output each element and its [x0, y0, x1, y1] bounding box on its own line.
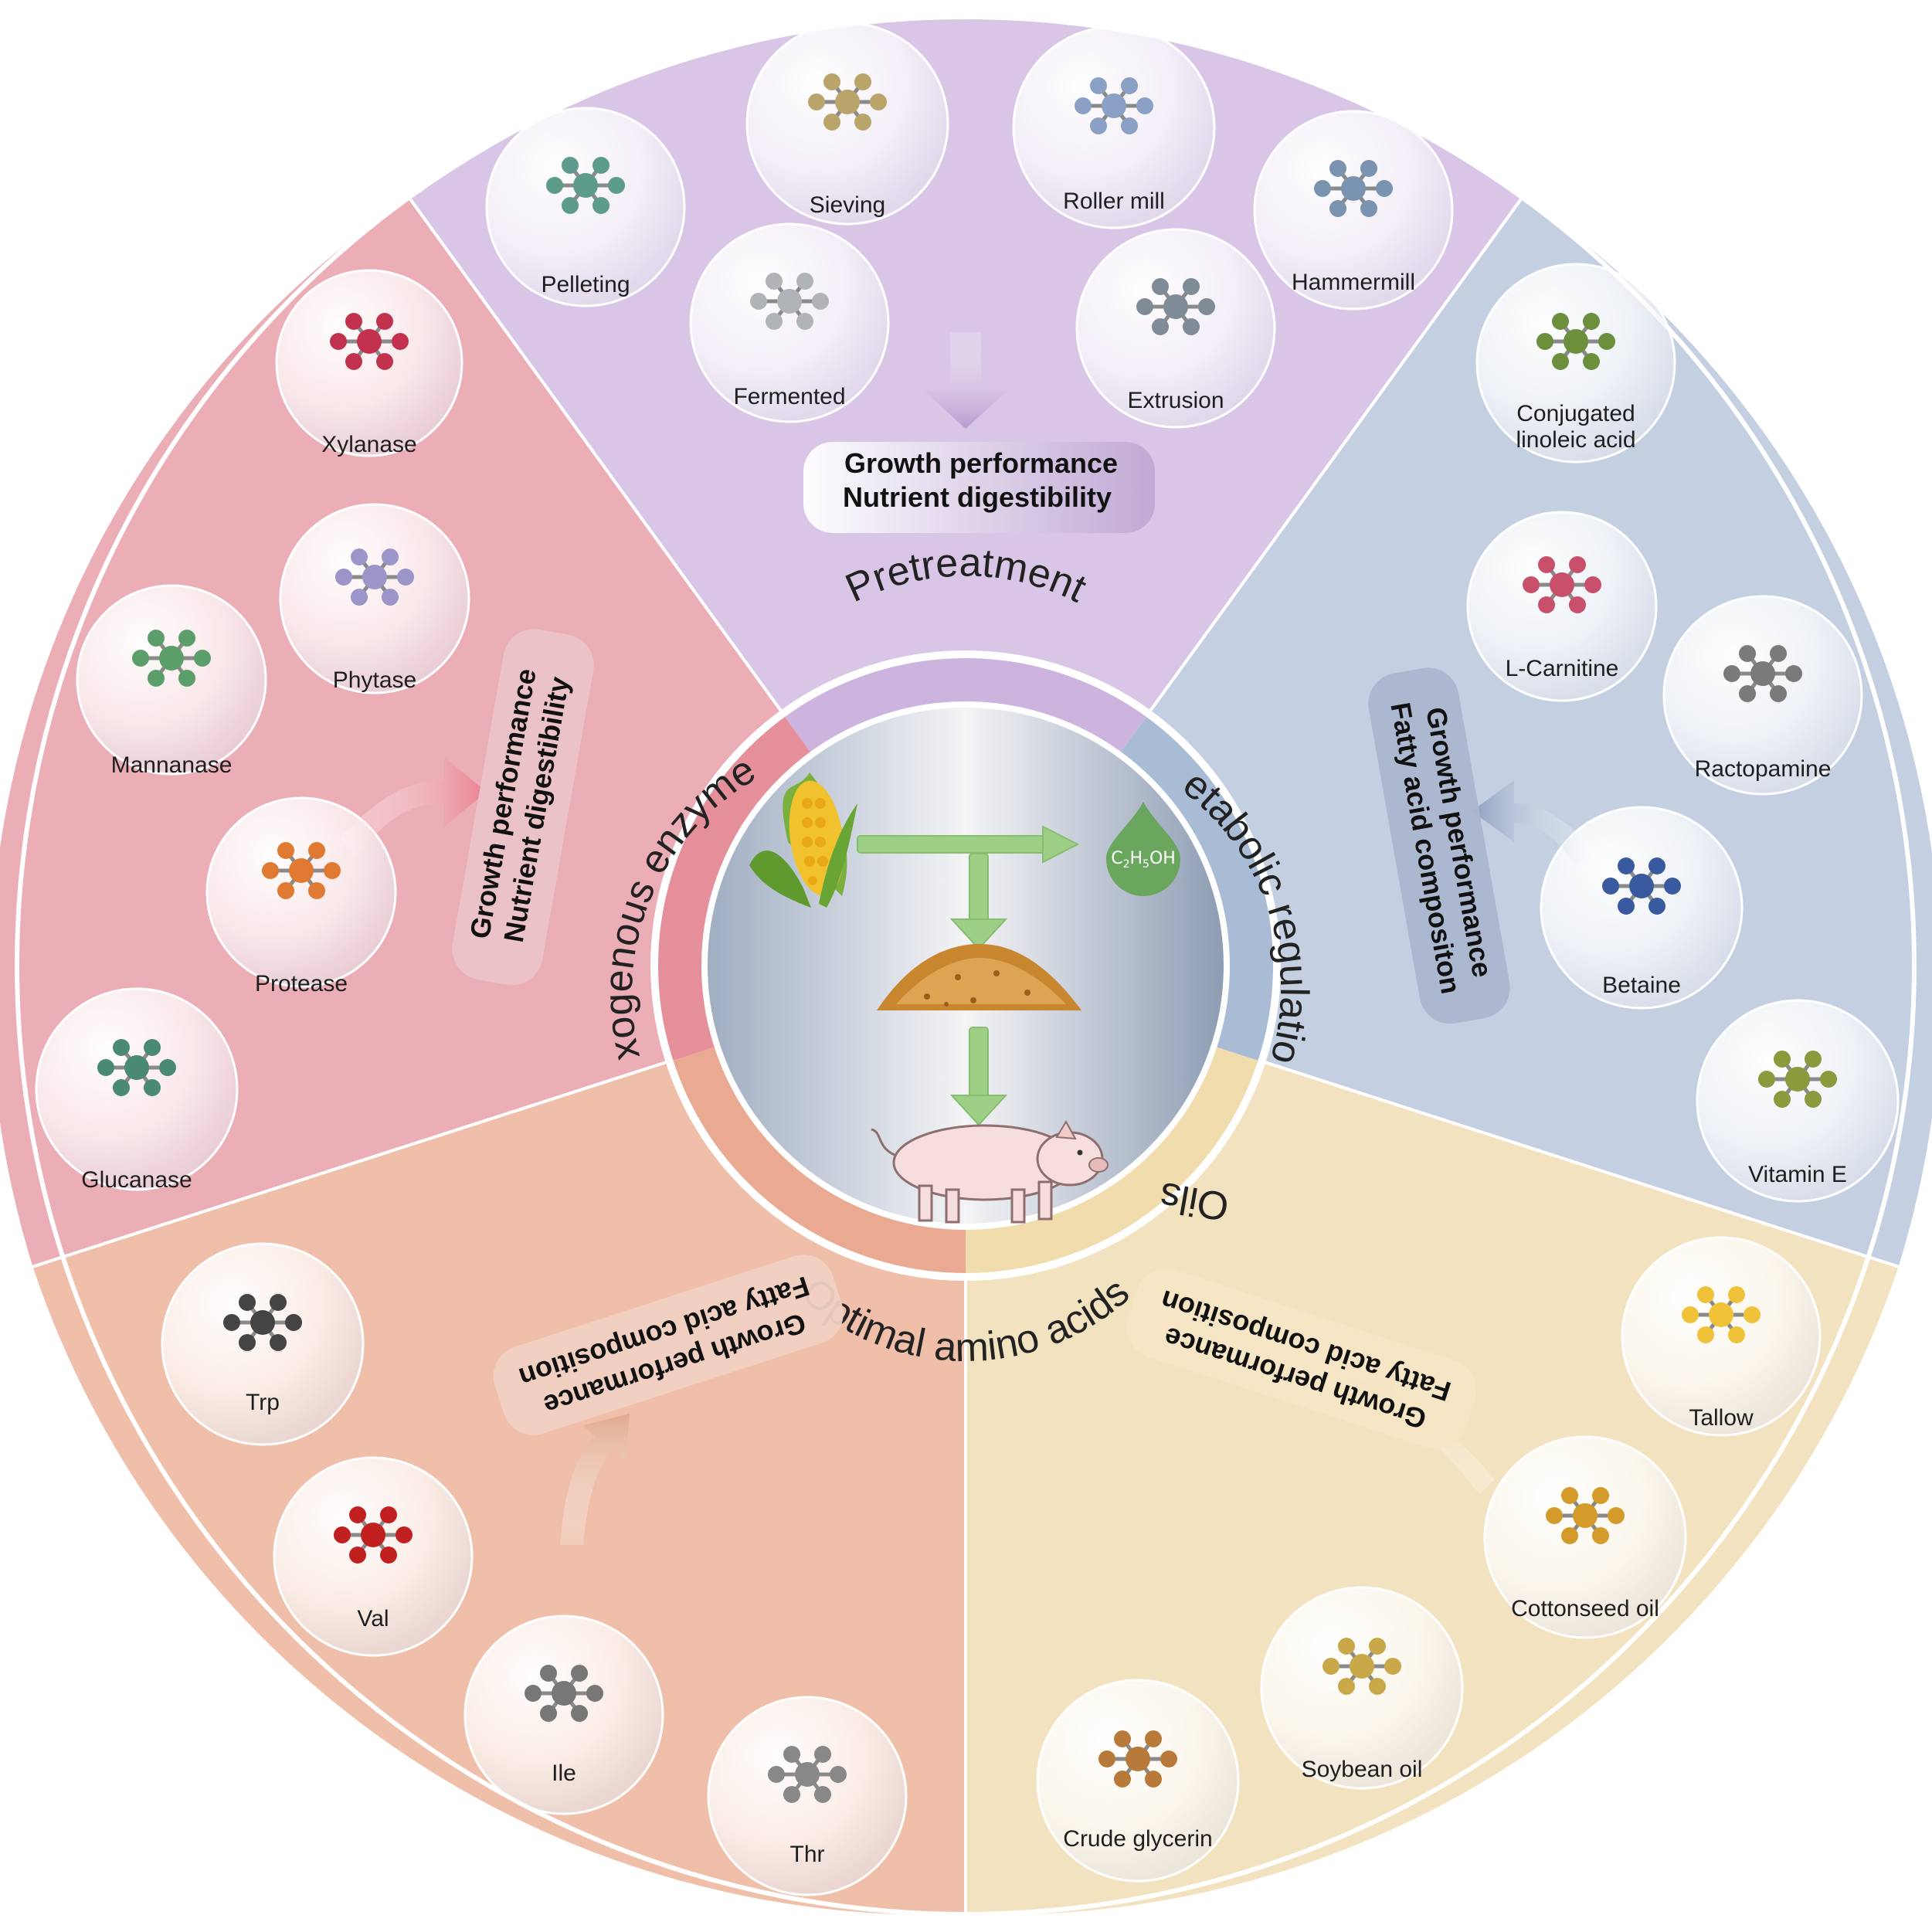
protease-icon	[262, 842, 341, 899]
sieving-icon	[808, 73, 887, 131]
label-phytase: Phytase	[333, 667, 416, 693]
label-pelleting: Pelleting	[541, 272, 630, 297]
label-roller-mill: Roller mill	[1063, 188, 1165, 214]
sector-amino	[32, 966, 966, 1915]
label-ractopamine: Ractopamine	[1695, 756, 1832, 782]
label-betaine: Betaine	[1602, 973, 1681, 998]
bubble-hammermill: Hammermill	[1253, 110, 1454, 311]
trp-icon	[223, 1294, 302, 1351]
fermented-icon	[750, 273, 829, 330]
thr-icon	[768, 1746, 847, 1803]
label-fermented: Fermented	[733, 384, 845, 409]
arrow-metabolic	[1472, 780, 1595, 865]
soybean-oil-icon	[1323, 1638, 1401, 1695]
l-carnitine-icon	[1523, 556, 1601, 613]
glucanase-icon	[97, 1039, 176, 1096]
bubble-ile: Ile	[463, 1615, 664, 1815]
outer-rim	[15, 15, 1917, 1917]
label-l-carnitine: L-Carnitine	[1506, 656, 1619, 681]
bubble-mannanase: Mannanase	[76, 584, 267, 778]
label-protease: Protease	[255, 971, 348, 997]
xylanase-icon	[330, 313, 409, 370]
bubble-betaine: Betaine	[1540, 806, 1744, 1010]
pig-icon	[871, 1119, 1109, 1224]
arrow-pretreatment	[923, 332, 1008, 429]
roller-mill-icon	[1075, 77, 1153, 134]
bubble-roller-mill: Roller mill	[1012, 25, 1216, 229]
label-cla-line2: linoleic acid	[1516, 427, 1635, 453]
bubble-trp: Trp	[161, 1242, 365, 1446]
bubble-tallow: Tallow	[1621, 1236, 1822, 1437]
vitamin-e-icon	[1758, 1051, 1837, 1108]
arrow-enzymes	[340, 757, 487, 857]
crude-glycerin-icon	[1098, 1730, 1177, 1788]
bubble-soybean-oil: Soybean oil	[1260, 1586, 1464, 1790]
corn-icon	[749, 772, 857, 908]
label-extrusion: Extrusion	[1127, 388, 1224, 413]
arrow-amino	[560, 1414, 630, 1545]
bubble-l-carnitine: L-Carnitine	[1466, 511, 1658, 702]
label-vitamin-e: Vitamin E	[1748, 1162, 1847, 1187]
bubble-pelleting: Pelleting	[485, 107, 686, 307]
bubble-sieving: Sieving	[745, 22, 949, 226]
mannanase-icon	[132, 630, 211, 687]
label-cottonseed-oil: Cottonseed oil	[1511, 1596, 1659, 1621]
ddgs-pile-icon	[877, 944, 1081, 1010]
svg-text:Growth performance: Growth performance	[844, 447, 1118, 479]
cottonseed-oil-icon	[1546, 1487, 1625, 1544]
ile-icon	[525, 1665, 603, 1722]
pelleting-icon	[546, 157, 625, 214]
phytase-icon	[335, 548, 414, 606]
label-val: Val	[357, 1606, 389, 1632]
betaine-icon	[1602, 857, 1681, 915]
label-ile: Ile	[552, 1761, 576, 1786]
label-hammermill: Hammermill	[1292, 270, 1415, 295]
cla-icon	[1536, 313, 1615, 370]
bubble-phytase: Phytase	[279, 503, 470, 694]
ethanol-label: C2H5OH	[1111, 849, 1176, 871]
label-soybean-oil: Soybean oil	[1302, 1757, 1423, 1782]
extrusion-icon	[1136, 278, 1215, 335]
svg-text:Nutrient digestibility: Nutrient digestibility	[843, 481, 1112, 513]
label-sieving: Sieving	[810, 192, 885, 218]
ractopamine-icon	[1723, 645, 1802, 702]
label-glucanase: Glucanase	[81, 1167, 192, 1193]
hammermill-icon	[1314, 160, 1393, 217]
label-crude-glycerin: Crude glycerin	[1063, 1826, 1212, 1852]
bubble-vitamin-e: Vitamin E	[1696, 999, 1900, 1203]
bubble-extrusion: Extrusion	[1075, 228, 1276, 429]
tallow-icon	[1682, 1286, 1761, 1343]
bubble-glucanase: Glucanase	[35, 987, 239, 1193]
label-tallow: Tallow	[1689, 1405, 1754, 1431]
bubble-crude-glycerin: Crude glycerin	[1036, 1679, 1240, 1883]
bubble-thr: Thr	[707, 1696, 908, 1896]
bubble-fermented: Fermented	[689, 222, 890, 423]
val-icon	[334, 1506, 413, 1564]
label-xylanase: Xylanase	[321, 432, 416, 457]
label-thr: Thr	[790, 1842, 825, 1867]
bubble-xylanase: Xylanase	[275, 269, 463, 457]
process-arrows	[857, 825, 1080, 1126]
label-mannanase: Mannanase	[111, 752, 233, 778]
label-trp: Trp	[246, 1390, 280, 1415]
outcome-pretreatment: Growth performance Nutrient digestibilit…	[803, 442, 1155, 533]
bubble-val: Val	[273, 1456, 474, 1657]
bubble-cottonseed-oil: Cottonseed oil	[1483, 1435, 1687, 1639]
label-cla: Conjugated	[1516, 401, 1635, 426]
ethanol-drop-icon: C2H5OH	[1106, 802, 1180, 896]
bubble-ractopamine: Ractopamine	[1662, 595, 1863, 796]
